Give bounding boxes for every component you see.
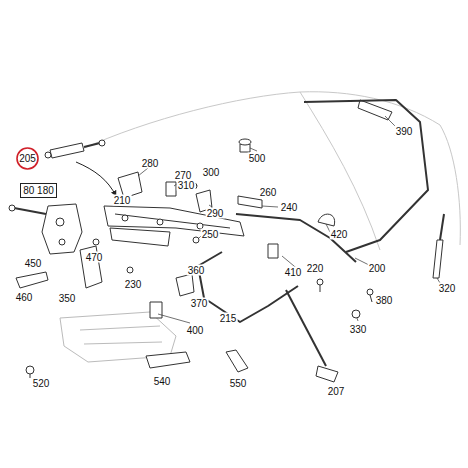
callout-number: 300 (202, 167, 221, 178)
bump-stop (239, 139, 251, 152)
callout-number: 207 (327, 386, 346, 397)
box-outline (21, 184, 57, 198)
screw (26, 366, 34, 378)
callout-number: 240 (280, 202, 299, 213)
callout-number: 310 (177, 180, 196, 191)
gas-strut (45, 140, 105, 158)
callout-number: 420 (330, 229, 349, 240)
callout-box: 80 180 (20, 183, 57, 198)
rod (286, 290, 338, 382)
bolt (9, 205, 46, 214)
callout-number: 550 (229, 378, 248, 389)
callout-number: 220 (306, 263, 325, 274)
callout-number: 200 (368, 263, 387, 274)
callout-number: 80 180 (23, 185, 54, 196)
callout-number: 400 (186, 325, 205, 336)
bolt (93, 239, 99, 245)
frame (304, 100, 428, 252)
callout-number: 460 (15, 292, 34, 303)
hood-outline (80, 92, 460, 250)
callout-number: 450 (24, 258, 43, 269)
bolt (193, 237, 199, 243)
callout-number: 500 (248, 153, 267, 164)
bracket (16, 272, 48, 288)
screw (367, 289, 373, 302)
nut (352, 310, 360, 318)
latch (42, 204, 82, 254)
callout-number: 370 (190, 298, 209, 309)
callout-number: 330 (349, 324, 368, 335)
bracket (146, 352, 190, 368)
clip (166, 182, 176, 196)
callout-number: 215 (219, 313, 238, 324)
bracket (176, 274, 194, 296)
callout-number: 205 (19, 153, 36, 164)
callout-number: 320 (438, 283, 457, 294)
callout-number: 470 (85, 252, 104, 263)
clip (150, 302, 162, 318)
highlight-circle: 205 (16, 147, 39, 170)
bracket (226, 350, 248, 372)
screw (317, 279, 323, 292)
callout-number: 380 (375, 295, 394, 306)
callout-number: 540 (153, 376, 172, 387)
frame (236, 214, 356, 262)
bracket (358, 100, 392, 120)
leader-lines (138, 116, 440, 323)
callout-number: 360 (187, 265, 206, 276)
hinge (104, 206, 244, 246)
plate (238, 196, 262, 208)
callout-number: 250 (201, 229, 220, 240)
callout-number: 520 (32, 378, 51, 389)
rod (198, 252, 298, 322)
callout-number: 390 (395, 126, 414, 137)
callout-number: 230 (124, 279, 143, 290)
bolt (127, 267, 133, 273)
callout-number: 410 (284, 267, 303, 278)
gas-strut (433, 214, 444, 278)
callout-number: 210 (113, 195, 132, 206)
clip (268, 244, 278, 258)
callout-number: 260 (259, 187, 278, 198)
callout-number: 350 (58, 293, 77, 304)
callout-number: 290 (206, 208, 225, 219)
circle-outline (17, 148, 38, 169)
callout-number: 280 (141, 158, 160, 169)
